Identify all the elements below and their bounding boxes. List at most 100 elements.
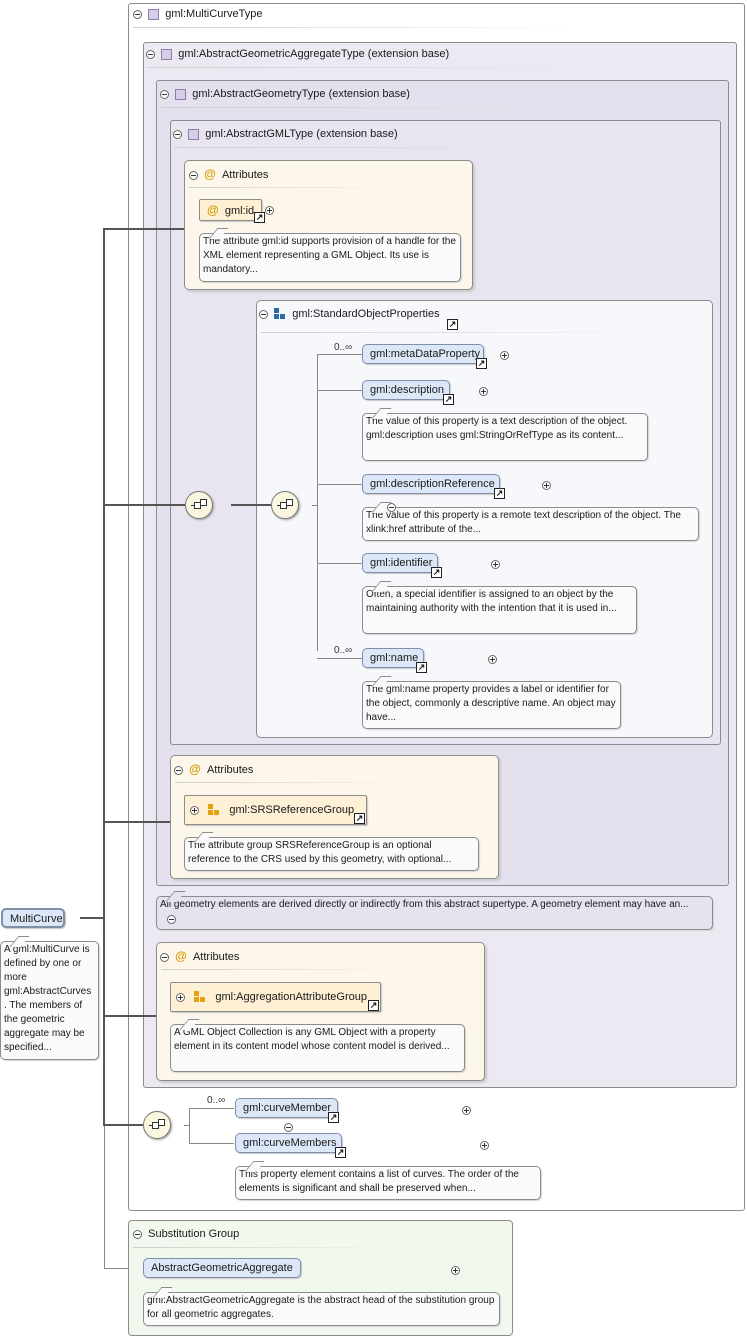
standard-object-properties-header: gml:StandardObjectProperties: [259, 306, 440, 322]
collapse-icon[interactable]: [160, 89, 169, 99]
collapse-icon[interactable]: [174, 765, 183, 775]
complex-type-icon: [188, 128, 200, 140]
substitution-connector-line: [104, 1126, 105, 1268]
link-arrow-icon[interactable]: ↗: [443, 394, 454, 405]
connector-line: [103, 228, 184, 230]
link-arrow-icon[interactable]: ↗: [354, 813, 365, 824]
link-arrow-icon[interactable]: ↗: [328, 1112, 339, 1123]
descriptionreference-doc: The value of this property is a remote t…: [362, 507, 699, 541]
collapse-icon[interactable]: [133, 1229, 142, 1239]
sequence-compositor-icon[interactable]: [185, 491, 213, 519]
gml-attributes-header: @ Attributes: [189, 166, 268, 182]
branch-line: [317, 354, 362, 355]
collapse-icon[interactable]: [166, 914, 176, 924]
geometry-attributes-header: @ Attributes: [174, 761, 253, 777]
multicurvetype-title: gml:MultiCurveType: [165, 8, 263, 20]
expand-icon[interactable]: [491, 559, 501, 569]
connector-line: [80, 917, 104, 919]
srs-reference-group[interactable]: gml:SRSReferenceGroup: [184, 795, 367, 825]
name-element[interactable]: gml:name: [362, 648, 424, 668]
curvemember-element[interactable]: gml:curveMember: [235, 1098, 338, 1118]
gml-id-label: gml:id: [224, 205, 255, 217]
connector-line: [103, 1015, 156, 1017]
collapse-icon[interactable]: [259, 309, 268, 319]
geometry-doc: All geometry elements are derived direct…: [156, 896, 713, 930]
multicurve-root-element[interactable]: MultiCurve: [1, 908, 65, 928]
branch-line: [189, 1108, 234, 1109]
identifier-doc: Often, a special identifier is assigned …: [362, 586, 637, 634]
branch-line: [317, 390, 362, 391]
connector-line: [103, 821, 170, 823]
substitution-doc: gml:AbstractGeometricAggregate is the ab…: [143, 1292, 500, 1326]
sequence-compositor-icon[interactable]: [271, 491, 299, 519]
multicurvetype-header: gml:MultiCurveType: [133, 6, 262, 22]
complex-type-icon: [175, 88, 187, 100]
link-arrow-icon[interactable]: ↗: [431, 567, 442, 578]
attribute-icon: @: [207, 203, 219, 217]
expand-icon[interactable]: [176, 992, 185, 1002]
expand-icon[interactable]: [450, 1265, 460, 1275]
link-arrow-icon[interactable]: ↗: [254, 212, 265, 223]
link-arrow-icon[interactable]: ↗: [368, 1000, 379, 1011]
identifier-element[interactable]: gml:identifier: [362, 553, 438, 573]
branch-line: [317, 484, 362, 485]
abstract-geometric-aggregate-type-header: gml:AbstractGeometricAggregateType (exte…: [146, 46, 449, 62]
branch-line: [184, 1125, 190, 1126]
expand-icon[interactable]: [479, 386, 489, 396]
expand-icon[interactable]: [461, 1105, 471, 1115]
attributes-label: Attributes: [206, 764, 254, 776]
collapse-icon[interactable]: [160, 952, 169, 962]
cardinality-label: 0..∞: [334, 342, 353, 353]
abstract-geometric-aggregate-type-title: gml:AbstractGeometricAggregateType (exte…: [178, 48, 450, 60]
link-arrow-icon[interactable]: ↗: [476, 358, 487, 369]
divider: [175, 782, 405, 783]
group-icon: [274, 308, 286, 320]
aggregation-attribute-group[interactable]: gml:AggregationAttributeGroup: [170, 982, 381, 1012]
branch-line: [317, 658, 362, 659]
divider: [161, 107, 561, 108]
connector-line: [103, 504, 185, 506]
attribute-group-icon: [194, 991, 206, 1003]
descriptionreference-element[interactable]: gml:descriptionReference: [362, 474, 500, 494]
expand-icon[interactable]: [265, 205, 274, 215]
curvemembers-element[interactable]: gml:curveMembers: [235, 1133, 342, 1153]
abstract-geometry-type-title: gml:AbstractGeometryType (extension base…: [192, 88, 410, 100]
link-arrow-icon[interactable]: ↗: [416, 662, 427, 673]
collapse-icon[interactable]: [173, 129, 182, 139]
collapse-icon[interactable]: [146, 49, 155, 59]
aggregate-attributes-header: @ Attributes: [160, 948, 239, 964]
substitution-connector-line: [104, 1268, 143, 1269]
divider: [147, 67, 597, 68]
expand-icon[interactable]: [479, 1140, 489, 1150]
divider: [189, 187, 389, 188]
collapse-icon[interactable]: [133, 9, 142, 19]
divider: [261, 332, 661, 333]
collapse-icon[interactable]: [387, 502, 397, 512]
link-arrow-icon[interactable]: ↗: [494, 488, 505, 499]
link-arrow-icon[interactable]: ↗: [335, 1147, 346, 1158]
abstract-geometric-aggregate-element[interactable]: AbstractGeometricAggregate: [143, 1258, 301, 1278]
expand-icon[interactable]: [488, 654, 498, 664]
connector-line: [231, 504, 271, 506]
divider: [133, 1247, 393, 1248]
collapse-icon[interactable]: [189, 170, 198, 180]
sequence-branch-line: [189, 1108, 190, 1144]
link-arrow-icon[interactable]: ↗: [447, 319, 458, 330]
expand-icon[interactable]: [190, 805, 199, 815]
description-element[interactable]: gml:description: [362, 380, 450, 400]
branch-line: [189, 1143, 234, 1144]
divider: [174, 147, 554, 148]
collapse-icon[interactable]: [283, 1122, 293, 1132]
attributes-label: Attributes: [221, 169, 269, 181]
expand-icon[interactable]: [500, 350, 510, 360]
sequence-compositor-icon[interactable]: [143, 1111, 171, 1139]
aggregation-attribute-group-label: gml:AggregationAttributeGroup: [215, 991, 367, 1003]
root-connector-line: [103, 228, 105, 1126]
expand-icon[interactable]: [542, 480, 552, 490]
gml-id-attribute[interactable]: @ gml:id: [199, 199, 262, 221]
divider: [133, 27, 583, 28]
gml-id-doc: The attribute gml:id supports provision …: [199, 233, 461, 282]
abstract-geometry-type-header: gml:AbstractGeometryType (extension base…: [160, 86, 410, 102]
metadataproperty-element[interactable]: gml:metaDataProperty: [362, 344, 484, 364]
divider: [161, 969, 401, 970]
